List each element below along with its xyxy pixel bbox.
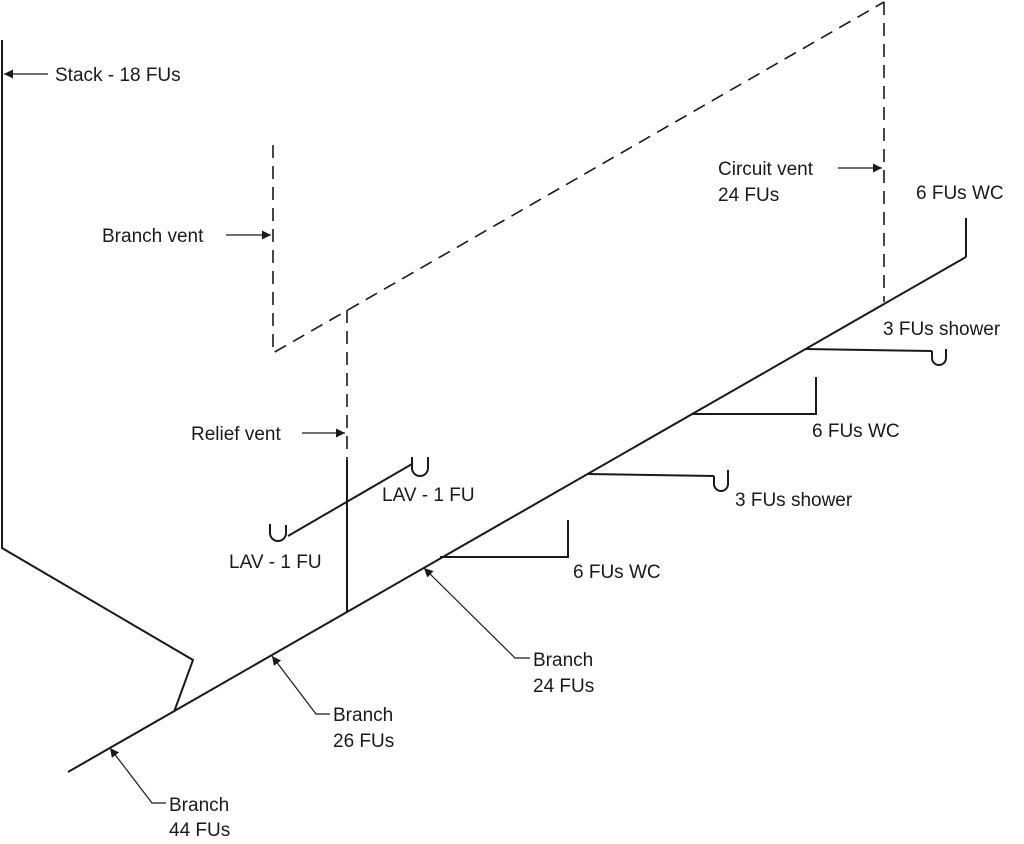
circuit-vent-fu-label: 24 FUs — [718, 185, 779, 206]
stack-pipe — [0, 40, 195, 713]
branch-44-label: Branch — [169, 795, 229, 816]
wc-upper-label: 6 FUs WC — [812, 421, 900, 442]
labels: Stack - 18 FUs Branch vent Relief vent C… — [55, 65, 1004, 841]
branch-24-leader — [423, 567, 530, 659]
main-branch-pipe — [67, 256, 967, 773]
wc-lower-label: 6 FUs WC — [573, 562, 661, 583]
branch-vent-label: Branch vent — [102, 226, 204, 247]
lav-lower-trap — [269, 524, 287, 542]
vent-piping — [272, 1, 885, 460]
branch-26-leader — [271, 655, 330, 715]
shower-lower-label: 3 FUs shower — [735, 490, 853, 511]
shower-upper-trap — [931, 349, 947, 366]
relief-vent-label: Relief vent — [191, 424, 281, 445]
lav-branch-pipe — [287, 463, 413, 537]
branch-24-label: Branch — [533, 650, 593, 671]
branch-vent-line — [272, 1, 885, 355]
lav-upper-label: LAV - 1 FU — [382, 485, 475, 506]
shower-upper-arm — [804, 348, 933, 352]
lav-lower-label: LAV - 1 FU — [229, 552, 322, 573]
wc-top-label: 6 FUs WC — [916, 183, 1004, 204]
wc-lower-arm — [440, 520, 569, 558]
branch-26-label: Branch — [333, 705, 393, 726]
branch-26-fu-label: 26 FUs — [333, 731, 394, 752]
branch-24-fu-label: 24 FUs — [533, 676, 594, 697]
branch-44-fu-label: 44 FUs — [169, 820, 230, 841]
shower-lower-arm — [587, 473, 715, 477]
stack-label: Stack - 18 FUs — [55, 65, 181, 86]
lav-upper-trap — [411, 457, 429, 477]
shower-lower-trap — [713, 470, 729, 492]
drain-piping — [0, 40, 967, 773]
wc-upper-arm — [692, 377, 817, 415]
circuit-vent-label: Circuit vent — [718, 159, 814, 180]
branch-44-leader — [109, 747, 166, 804]
leaders — [4, 69, 882, 804]
shower-upper-label: 3 FUs shower — [883, 319, 1001, 340]
